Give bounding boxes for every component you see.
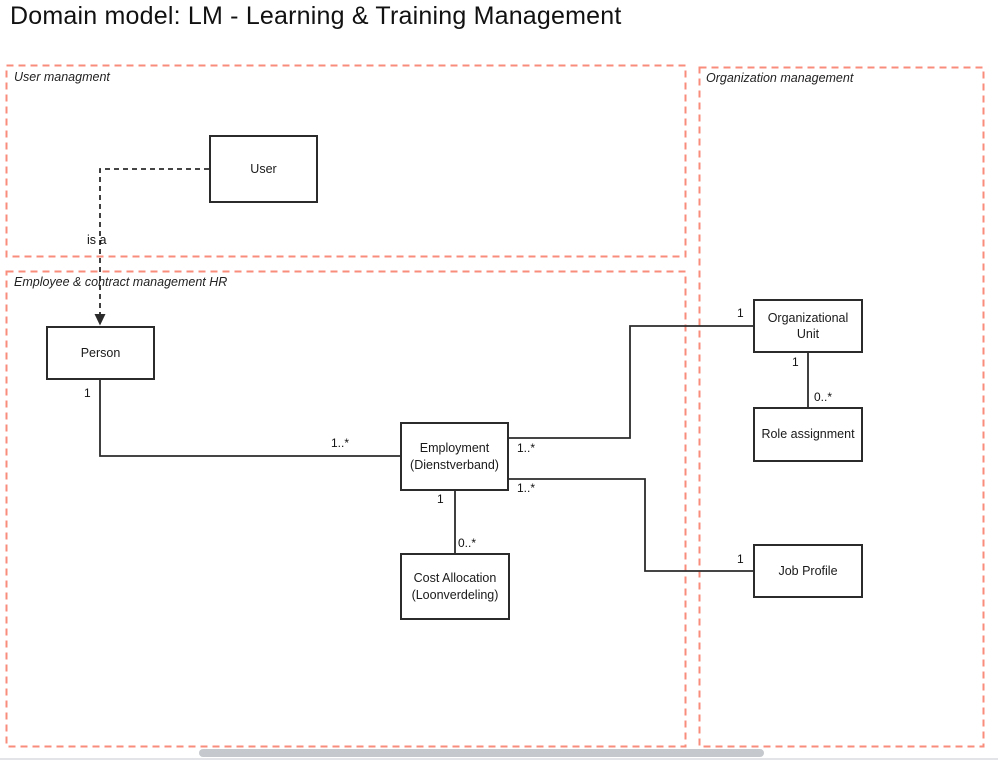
mult-costalloc-many: 0..* — [458, 536, 477, 550]
region-border-employee-contract — [5, 270, 687, 748]
connector-user-is-a-person — [99, 168, 209, 315]
connector-employment-job-profile — [509, 478, 753, 572]
mult-employment-1-to-costalloc: 1 — [437, 492, 444, 506]
connector-person-employment — [99, 380, 400, 457]
entity-employment-label: Employment (Dienstverband) — [410, 441, 499, 472]
relationship-label-is-a: is a — [87, 233, 107, 247]
entity-role-assignment[interactable]: Role assignment — [753, 407, 863, 462]
mult-roleassignment-many: 0..* — [814, 390, 833, 404]
entity-organizational-unit[interactable]: Organizational Unit — [753, 299, 863, 353]
region-label-employee-contract: Employee & contract management HR — [14, 275, 228, 289]
region-label-organization: Organization management — [706, 71, 854, 85]
page-title: Domain model: LM - Learning & Training M… — [10, 2, 622, 30]
connector-employment-organizational-unit — [509, 325, 753, 439]
region-border-user-management — [5, 64, 687, 258]
mult-employment-many-from-person: 1..* — [331, 436, 350, 450]
mult-orgunit-1: 1 — [737, 306, 744, 320]
entity-cost-allocation-label: Cost Allocation (Loonverdeling) — [411, 571, 499, 602]
entity-job-profile[interactable]: Job Profile — [753, 544, 863, 598]
mult-jobprofile-1: 1 — [737, 552, 744, 566]
entity-cost-allocation[interactable]: Cost Allocation (Loonverdeling) — [400, 553, 510, 620]
horizontal-scrollbar-thumb[interactable] — [199, 749, 764, 757]
region-label-user-management: User managment — [14, 70, 110, 84]
entity-user-label: User — [250, 161, 277, 176]
arrowhead-user-is-a-person — [94, 314, 106, 326]
mult-employment-many-to-jobprofile: 1..* — [517, 481, 536, 495]
mult-person-1: 1 — [84, 386, 91, 400]
entity-person[interactable]: Person — [46, 326, 155, 380]
region-border-organization — [698, 66, 985, 748]
entity-employment[interactable]: Employment (Dienstverband) — [400, 422, 509, 491]
entity-user[interactable]: User — [209, 135, 318, 203]
entity-person-label: Person — [80, 345, 121, 360]
mult-orgunit-1-to-roleassignment: 1 — [792, 355, 799, 369]
entity-role-assignment-label: Role assignment — [761, 427, 855, 442]
mult-employment-many-to-orgunit: 1..* — [517, 441, 536, 455]
entity-job-profile-label: Job Profile — [778, 563, 838, 578]
entity-organizational-unit-label: Organizational Unit — [767, 310, 849, 341]
